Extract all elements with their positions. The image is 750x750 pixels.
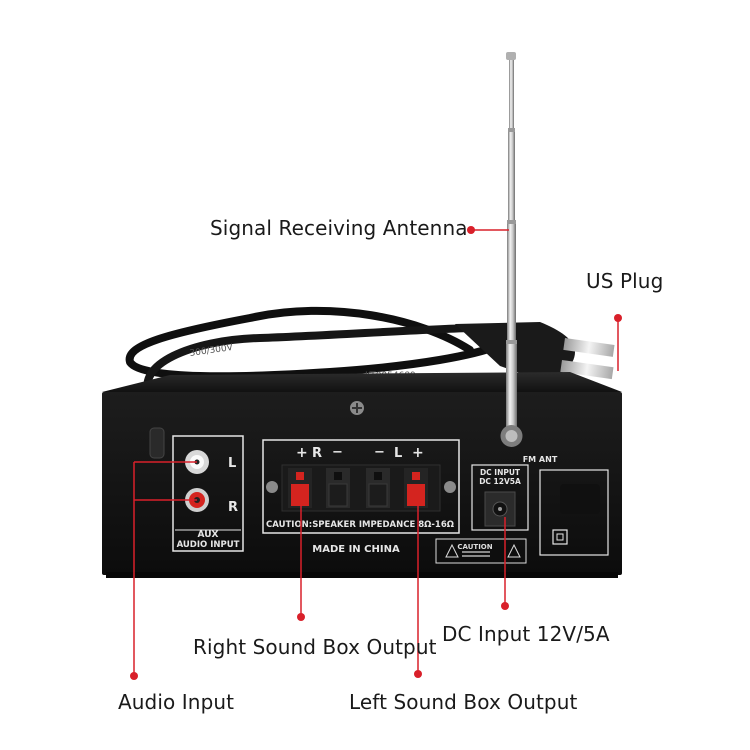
right-output-callout: Right Sound Box Output	[193, 635, 437, 659]
terminal-screw-right-icon	[444, 481, 456, 493]
left-output-callout: Left Sound Box Output	[349, 690, 578, 714]
made-in-label: MADE IN CHINA	[312, 544, 400, 555]
fm-antenna	[500, 52, 523, 447]
chassis-screw-icon	[350, 401, 364, 415]
input-right-label: R	[228, 500, 238, 515]
audio-input-label: AUDIO INPUT	[177, 540, 240, 550]
dc-voltage-label: DC 12V5A	[479, 477, 521, 486]
chassis-top	[102, 372, 622, 392]
us-plug-callout: US Plug	[586, 269, 664, 293]
dc-input-label: DC INPUT	[480, 468, 521, 477]
audio-input-callout: Audio Input	[118, 690, 235, 714]
speaker-clip-left-plus[interactable]	[404, 468, 428, 508]
speaker-clip-left-minus[interactable]	[366, 468, 390, 508]
dc-input-panel: FM ANT DC INPUT DC 12V5A	[471, 455, 558, 531]
speaker-r-label: R	[312, 446, 322, 461]
aux-label: AUX	[198, 530, 219, 540]
input-left-label: L	[228, 456, 236, 471]
speaker-clip-right-minus[interactable]	[326, 468, 350, 508]
speaker-l-label: L	[394, 446, 402, 461]
speaker-terminal-block: + R − − L + CAUTION:SPEAKER IMP	[262, 439, 460, 534]
speaker-minus-l: −	[374, 445, 385, 460]
terminal-screw-left-icon	[266, 481, 278, 493]
speaker-plus-l: +	[412, 445, 424, 461]
fm-ant-label: FM ANT	[523, 455, 558, 464]
cable-grommet	[149, 427, 165, 459]
speaker-caution-text: CAUTION:SPEAKER IMPEDANCE 8Ω-16Ω	[266, 520, 454, 530]
speaker-minus-r: −	[332, 445, 343, 460]
callout-leaders	[130, 226, 622, 680]
antenna-callout: Signal Receiving Antenna	[210, 216, 468, 240]
warning-text: CAUTION	[457, 543, 492, 551]
speaker-clip-right-plus[interactable]	[288, 468, 312, 508]
dc-input-callout: DC Input 12V/5A	[442, 622, 610, 646]
dc-jack-icon[interactable]	[484, 491, 516, 527]
warning-sticker: CAUTION	[435, 538, 527, 564]
speaker-plus-r: +	[296, 445, 308, 461]
power-cable-exit	[539, 469, 609, 556]
